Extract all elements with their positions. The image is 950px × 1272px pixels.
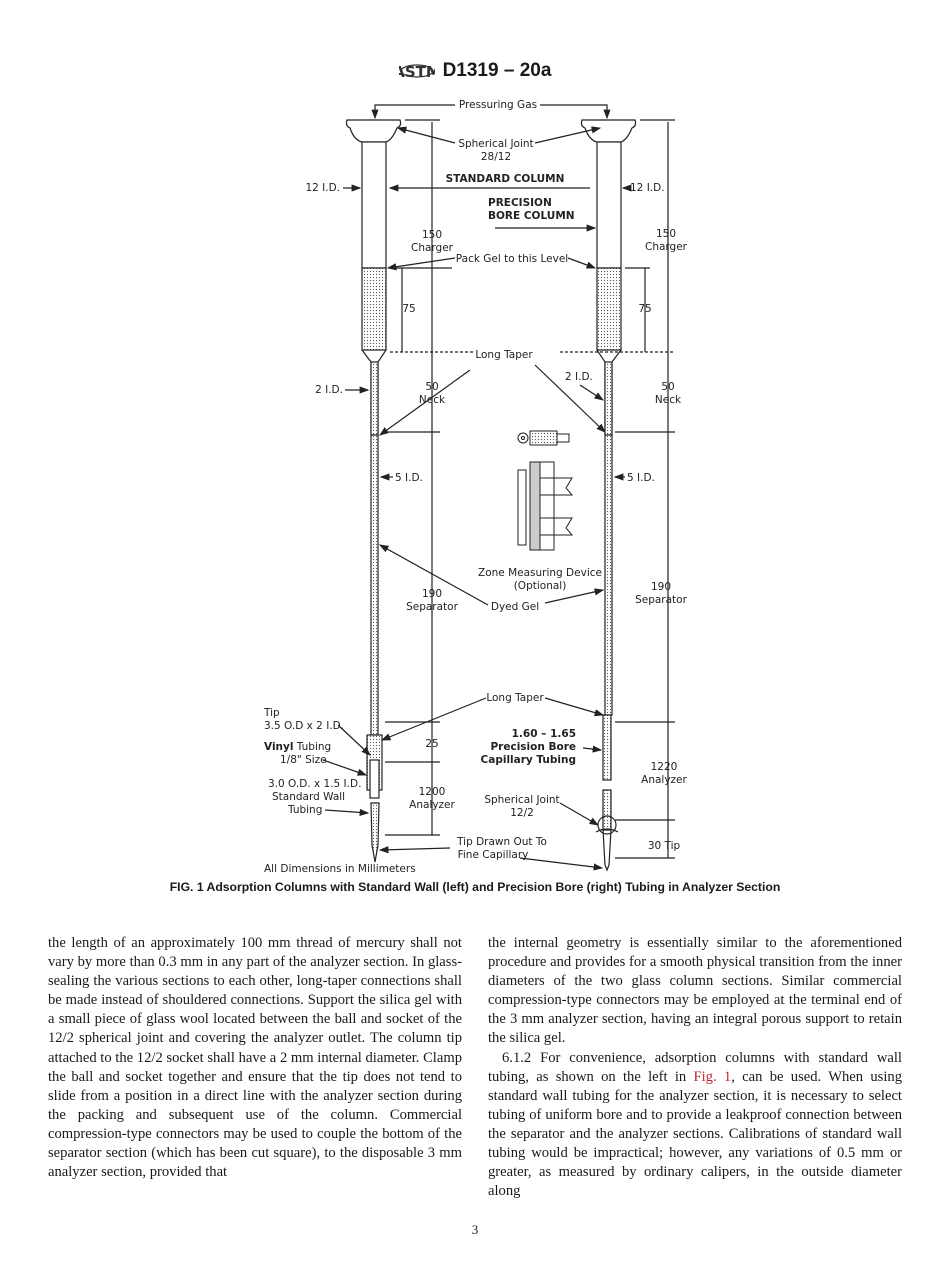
label-30-tip: 30 Tip — [648, 840, 681, 852]
label-spherical-joint-top-size: 28/12 — [481, 151, 511, 163]
zone-measuring-device-icon — [517, 430, 574, 551]
label-std-wall: Standard Wall — [272, 791, 345, 803]
label-5-id-right: 5 I.D. — [627, 472, 655, 484]
label-pack-gel: Pack Gel to this Level — [456, 253, 568, 265]
body-right-column: the internal geometry is essentially sim… — [488, 934, 902, 1201]
paragraph: the length of an approximately 100 mm th… — [48, 935, 462, 1181]
label-75-left: 75 — [402, 303, 415, 315]
label-std-wall-tubing: Tubing — [287, 804, 322, 816]
label-zone-device: Zone Measuring Device — [478, 567, 602, 579]
label-2-id-right: 2 I.D. — [565, 371, 593, 383]
label-analyzer-left: Analyzer — [409, 799, 455, 811]
label-all-dimensions: All Dimensions in Millimeters — [264, 863, 416, 875]
label-separator-right: Separator — [635, 594, 688, 606]
label-charger-right: Charger — [645, 241, 688, 253]
figure-1-diagram: Pressuring Gas Spherical Joint 28/12 12 … — [263, 99, 688, 875]
label-dyed-gel: Dyed Gel — [491, 601, 539, 613]
label-charger-left: Charger — [411, 242, 454, 254]
paragraph: the internal geometry is essentially sim… — [488, 935, 902, 1047]
label-capillary-tubing: Capillary Tubing — [481, 754, 576, 766]
label-separator-left: Separator — [406, 601, 459, 613]
label-standard-column: STANDARD COLUMN — [446, 173, 565, 185]
svg-text:ASTM: ASTM — [399, 63, 435, 81]
label-fine-capillary: Fine Capillary — [458, 849, 529, 861]
text: 6.1.2 For convenience, adsorption column… — [488, 1049, 902, 1085]
label-long-taper-top: Long Taper — [475, 349, 533, 361]
label-precision-size: 1.60 – 1.65 — [512, 728, 576, 740]
figure-caption: FIG. 1 Adsorption Columns with Standard … — [169, 880, 781, 894]
label-12-id-right: 12 I.D. — [630, 182, 665, 194]
label-bore-column: BORE COLUMN — [488, 210, 575, 222]
label-12-id-left: 12 I.D. — [305, 182, 340, 194]
label-1220: 1220 — [651, 761, 678, 773]
label-tip-drawn: Tip Drawn Out To — [456, 836, 547, 848]
label-tip-size: 3.5 O.D x 2 I.D. — [264, 720, 344, 732]
label-tip: Tip — [263, 707, 280, 719]
paragraph-6-1-2: 6.1.2 For convenience, adsorption column… — [488, 1049, 902, 1202]
label-150-right: 150 — [656, 228, 676, 240]
fig-1-link[interactable]: Fig. 1 — [693, 1068, 732, 1085]
label-std-wall-size: 3.0 O.D. x 1.5 I.D. — [268, 778, 361, 790]
label-190-left: 190 — [422, 588, 442, 600]
label-50-right: 50 — [661, 381, 674, 393]
body-left-column: the length of an approximately 100 mm th… — [48, 934, 462, 1182]
label-precision-bore: Precision Bore — [490, 741, 576, 753]
standard-code: D1319 – 20a — [442, 60, 552, 81]
precision-bore-column — [580, 119, 637, 872]
label-spherical-joint-bottom-size: 12/2 — [510, 807, 534, 819]
label-190-right: 190 — [651, 581, 671, 593]
astm-logo-icon: ASTM — [399, 63, 435, 81]
label-vinyl-size: 1/8" Size — [280, 754, 327, 766]
label-25: 25 — [425, 738, 438, 750]
figure-labels: Pressuring Gas Spherical Joint 28/12 12 … — [263, 99, 688, 875]
label-pressuring-gas: Pressuring Gas — [459, 99, 537, 111]
label-neck-right: Neck — [655, 394, 682, 406]
label-150-left: 150 — [422, 229, 442, 241]
standard-column — [345, 119, 402, 863]
label-vinyl-tubing: Vinyl Tubing — [264, 741, 331, 753]
label-spherical-joint-bottom: Spherical Joint — [484, 794, 559, 806]
label-precision: PRECISION — [488, 197, 552, 209]
label-1200: 1200 — [419, 786, 446, 798]
label-5-id-left: 5 I.D. — [395, 472, 423, 484]
page-number: 3 — [471, 1222, 479, 1237]
label-neck-left: Neck — [419, 394, 446, 406]
label-long-taper-bottom: Long Taper — [486, 692, 544, 704]
text: , can be used. When using standard wall … — [488, 1068, 902, 1200]
label-analyzer-right: Analyzer — [641, 774, 687, 786]
label-50-left: 50 — [425, 381, 438, 393]
label-75-right: 75 — [638, 303, 651, 315]
label-zone-optional: (Optional) — [514, 580, 567, 592]
label-spherical-joint-top: Spherical Joint — [458, 138, 533, 150]
label-2-id-left: 2 I.D. — [315, 384, 343, 396]
page-header: ASTM D1319 – 20a — [0, 56, 950, 86]
